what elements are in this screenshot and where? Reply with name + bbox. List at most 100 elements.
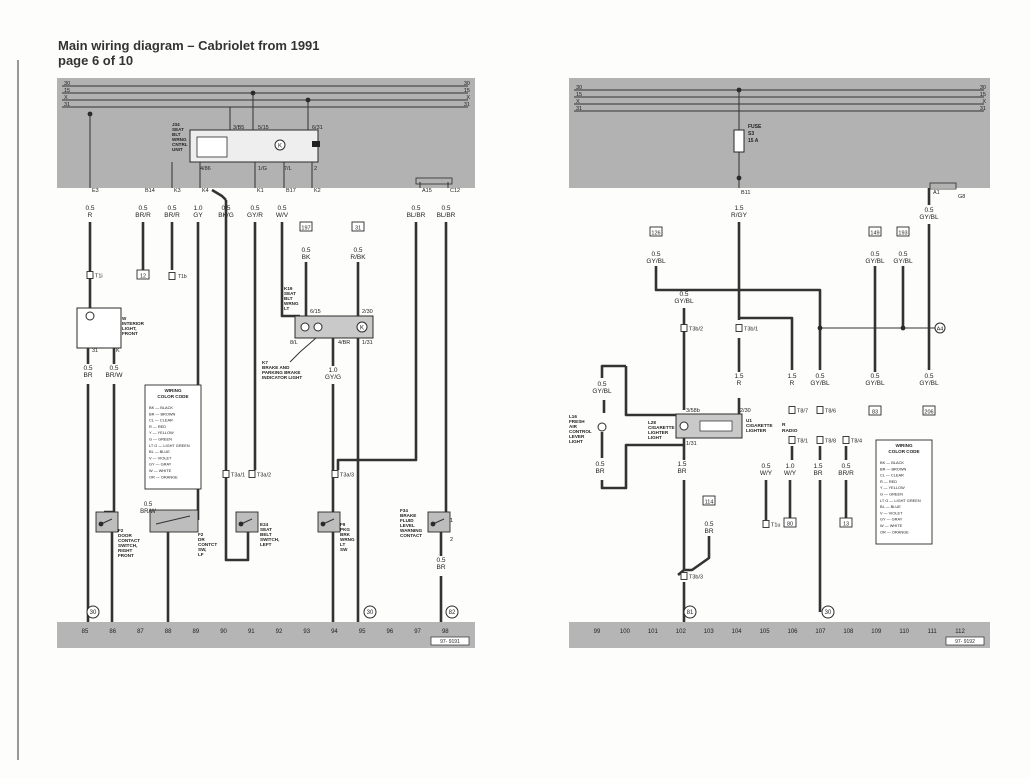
- w-126: [654, 266, 684, 292]
- right-track-num-100: 100: [620, 629, 631, 635]
- wire-f34-br-gauge: 0.5: [436, 557, 445, 564]
- conn-k3-label: T1b: [178, 274, 187, 280]
- wire-k19-gyg-gauge: 1.0: [328, 367, 337, 374]
- wire-31-color: R/BK: [350, 254, 366, 261]
- wire-wy-2-color: W/Y: [784, 470, 797, 477]
- l28-label-line-0: L28: [648, 420, 656, 425]
- w-light-label-line-0: W: [122, 316, 127, 321]
- box-126-label: 126: [651, 231, 660, 237]
- e24-label-line-1: SEAT: [260, 527, 272, 532]
- left-track-num-92: 92: [276, 629, 283, 635]
- wire-149-gauge: 0.5: [870, 251, 879, 258]
- wire-b17-color: W/V: [276, 212, 289, 219]
- j34-feed-15-node: [250, 90, 256, 96]
- left-ground-30a-circle: [86, 605, 100, 619]
- j34-k-symbol: [274, 139, 286, 151]
- box-12-box: [136, 269, 150, 280]
- right-terminal-g8: G8: [958, 194, 965, 200]
- box-197-label: 197: [301, 226, 310, 232]
- j34-pin-2: 5/15: [258, 125, 269, 131]
- wire-r-1-gauge: 1.5: [734, 373, 743, 380]
- left-track-num-90: 90: [220, 629, 227, 635]
- f34-label-line-1: BRAKE: [400, 513, 416, 518]
- right-bus-label-r-1: 15: [980, 92, 986, 98]
- k7-label-line-3: INDICATOR LIGHT: [262, 375, 302, 380]
- fuse-out-node: [736, 175, 742, 181]
- conn-t3a-2-mark: [248, 470, 256, 478]
- left-bus-label-r-3: 31: [464, 102, 470, 108]
- wire-e3-gauge: 0.5: [85, 205, 94, 212]
- j34-label-line-2: BLT: [172, 132, 181, 137]
- conn-t1u-mark: [762, 520, 770, 528]
- conn-t3b-2-label: T3b/2: [689, 327, 703, 333]
- k19-label-line-1: SEAT: [284, 291, 296, 296]
- fuse-label-line-0: FUSE: [748, 124, 762, 130]
- conn-t8-1-mark: [788, 436, 796, 444]
- u1-label-line-0: U1: [746, 418, 752, 423]
- right-legend-row-9: GY — GRAY: [880, 517, 903, 522]
- left-track-num-94: 94: [331, 629, 338, 635]
- box-206-box: [922, 405, 936, 416]
- j34-pin-7: 2: [314, 166, 317, 172]
- f2-left-label-line-2: CONTCT: [198, 542, 217, 547]
- left-terminal-B17: B17: [286, 188, 296, 194]
- right-track-num-112: 112: [955, 629, 965, 635]
- box-149-label: 149: [870, 231, 879, 237]
- conn-t3a-3-mark: [331, 470, 339, 478]
- wire-r-1-color: R: [737, 380, 742, 387]
- left-track-num-89: 89: [193, 629, 200, 635]
- k7-leader: [289, 337, 317, 363]
- w-pin-31: 31: [92, 348, 98, 354]
- a4-circle: [934, 322, 946, 334]
- j34-label-line-0: J34: [172, 122, 180, 127]
- right-legend-title-line-1: COLOR CODE: [888, 449, 919, 454]
- f9-label-line-3: WRNG: [340, 537, 355, 542]
- wire-l28-br-gauge: 1.5: [677, 461, 686, 468]
- left-track-num-95: 95: [359, 629, 366, 635]
- right-legend-frame: [875, 439, 933, 545]
- left-terminal-K2: K2: [314, 188, 321, 194]
- box-80-box: [783, 517, 797, 528]
- j34-pin-1: 3/B5: [233, 125, 244, 131]
- left-terminal-K3: K3: [174, 188, 181, 194]
- wire-31-gauge: 0.5: [353, 247, 362, 254]
- conn-t8-1-label: T8/1: [797, 439, 808, 445]
- right-terminal-b11: B11: [741, 190, 750, 196]
- l16-lamp: [597, 422, 607, 432]
- right-legend-row-5: G — GREEN: [880, 492, 903, 497]
- wire-114-br-color: BR: [704, 528, 713, 535]
- right-ground-81-label: 81: [687, 610, 694, 616]
- wire-193-gauge: 0.5: [898, 251, 907, 258]
- f9-label-line-5: SW: [340, 547, 348, 552]
- wire-l16-top-gauge: 0.5: [597, 381, 606, 388]
- left-legend-row-7: BL — BLUE: [149, 449, 170, 454]
- wire-a1-lower-color: GY/BL: [919, 380, 939, 387]
- wire-e3-color: R: [88, 212, 93, 219]
- wire-k1-color: GY/R: [247, 212, 263, 219]
- f34-switch-body: [427, 511, 451, 533]
- w-light-label-line-3: FRONT: [122, 331, 138, 336]
- wire-gybl-t86-color: GY/BL: [810, 380, 830, 387]
- l28-pin-2: 1/31: [686, 441, 697, 447]
- j34-pin-3: 6/31: [312, 125, 323, 131]
- f34-pin-2: 2: [450, 537, 453, 543]
- u1-label-line-1: CIGARETTE: [746, 423, 773, 428]
- left-legend-row-4: Y — YELLOW: [149, 430, 174, 435]
- f34-label-line-3: LEVEL: [400, 523, 415, 528]
- f34-switch-pivot: [430, 521, 436, 527]
- w-l28-b: [677, 480, 686, 576]
- right-ground-30-label: 30: [825, 610, 832, 616]
- w-light-label-line-1: INTERIOR: [122, 321, 145, 326]
- wire-149-lower-color: GY/BL: [865, 380, 885, 387]
- conn-t3b-1-label: T3b/1: [744, 327, 758, 333]
- right-track-num-106: 106: [787, 629, 798, 635]
- j34-terminal-block: [312, 141, 320, 147]
- k19-k-letter: K: [360, 326, 364, 332]
- left-ground-82-label: 82: [449, 610, 456, 616]
- j34-coil: [196, 136, 228, 158]
- left-track-num-96: 96: [387, 629, 394, 635]
- radio-label-line-1: RADIO: [782, 428, 798, 434]
- a1-bracket: [929, 182, 957, 190]
- right-legend-row-1: BR — BROWN: [880, 466, 907, 471]
- left-terminal-E3: E3: [92, 188, 99, 194]
